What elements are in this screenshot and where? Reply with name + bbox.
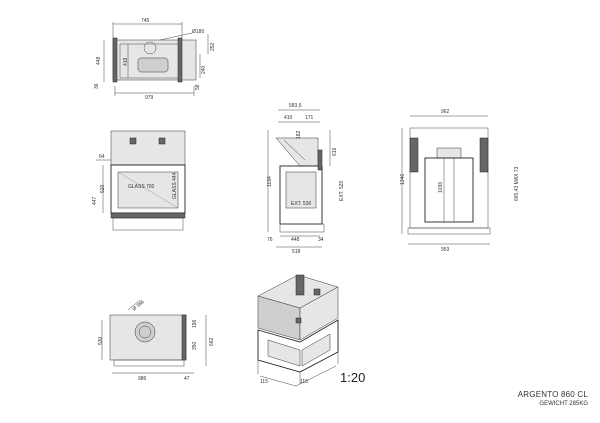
dim-bottom-height: 662 (209, 337, 215, 346)
dim-side-b: 171 (305, 115, 314, 121)
dim-top-right-b: 252 (210, 42, 216, 51)
dim-front-height: 520 (100, 184, 106, 193)
dim-top-right-a: 240 (201, 65, 207, 74)
rear-view-frame (409, 127, 489, 229)
product-weight: GEWICHT 285KG (539, 401, 588, 407)
dim-top-width: 745 (141, 18, 150, 24)
dim-bottom-depth: 530 (98, 336, 104, 345)
bottom-view: Ø 386 530 196 350 662 986 47 (98, 299, 215, 382)
front-view: 64 520 447 GLASS 792 GLASS 444 (92, 130, 186, 231)
model-name: ARGENTO 860 CL (517, 390, 588, 399)
dim-front-glass-height: GLASS 444 (172, 172, 178, 199)
dim-side-hood-height: 619 (332, 147, 338, 156)
dim-top-left-offset: 36 (94, 83, 100, 89)
dim-top-depth: 448 (96, 56, 102, 65)
rear-view-flue (436, 147, 462, 159)
dim-rear-inner: 1036 (438, 182, 444, 193)
dim-rear-width: 962 (441, 109, 450, 115)
dim-top-offset: 58 (195, 84, 201, 90)
dim-rear-base: 953 (441, 247, 450, 253)
front-view-hood (110, 130, 186, 166)
dim-rear-max: 665,43 MAX 73 (514, 166, 520, 201)
dim-side-ext-a: EXT. 520 (339, 180, 345, 201)
dim-bottom-offset: 47 (184, 376, 190, 382)
dim-front-opening: 447 (92, 196, 98, 205)
dim-side-base: 448 (291, 237, 300, 243)
dim-side-left: 76 (267, 237, 273, 243)
drawing-scale: 1:20 (340, 370, 366, 385)
top-view: 745 Ø180 448 418 240 252 979 58 36 (94, 18, 216, 101)
bottom-view-outlet (134, 321, 156, 343)
iso-right-face (299, 286, 339, 341)
flue-collar (143, 41, 157, 55)
side-view-glass (285, 171, 317, 209)
dim-side-right: 34 (318, 237, 324, 243)
dim-front-offset: 64 (99, 154, 105, 160)
isometric-view: 115 115 (257, 274, 339, 387)
dim-top-overall: 979 (145, 95, 154, 101)
side-view-hood (275, 137, 319, 167)
dim-side-width: 583,5 (289, 103, 302, 109)
rear-view: 962 1346 1036 665,43 MAX 73 953 (400, 109, 520, 253)
dim-iso-right: 115 (300, 379, 308, 385)
dim-flue-diameter: Ø180 (192, 29, 204, 35)
dim-top-inner: 418 (123, 57, 129, 66)
dim-rear-height: 1346 (400, 174, 406, 185)
dim-side-c: 182 (296, 130, 302, 139)
dim-side-a: 410 (284, 115, 293, 121)
dim-bottom-diameter: Ø 386 (131, 299, 145, 312)
dim-side-ext-b: EXT. 530 (291, 201, 312, 207)
dim-bottom-b: 350 (192, 341, 198, 350)
dim-front-glass-width: GLASS 792 (128, 184, 155, 190)
side-view: 583,5 410 171 182 619 1194 EXT. 520 EXT.… (267, 103, 345, 255)
dim-bottom-width: 986 (138, 376, 147, 382)
dim-iso-left: 115 (260, 379, 268, 385)
dim-side-overall: 518 (292, 249, 301, 255)
top-view-flue-opening (137, 57, 169, 73)
dim-side-total-height: 1194 (267, 176, 273, 187)
dim-bottom-a: 196 (192, 319, 198, 328)
